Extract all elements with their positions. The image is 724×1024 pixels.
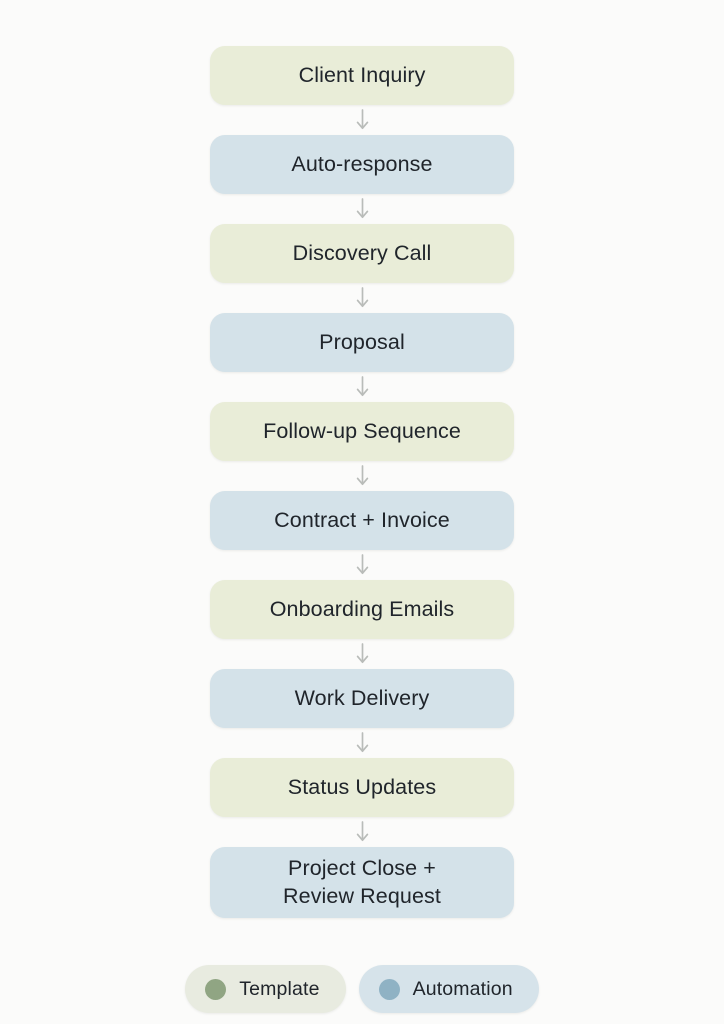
- flow-step-7[interactable]: Onboarding Emails: [210, 580, 514, 639]
- flow-step-8[interactable]: Work Delivery: [210, 669, 514, 728]
- arrow-down-icon: [354, 639, 371, 669]
- arrow-down-icon: [354, 461, 371, 491]
- flow-step-label: Onboarding Emails: [269, 596, 455, 621]
- dot-icon: [378, 978, 400, 1000]
- legend-item-template[interactable]: Template: [185, 965, 346, 1014]
- flow-step-label: Status Updates: [287, 774, 437, 799]
- legend-item-label: Template: [239, 977, 320, 1000]
- flow-step-1[interactable]: Client Inquiry: [210, 46, 514, 105]
- flow-step-5[interactable]: Follow-up Sequence: [210, 402, 514, 461]
- flow-step-label: Project Close + Review Request: [283, 856, 441, 908]
- flow-step-label: Auto-response: [291, 151, 433, 176]
- legend: Template Automation: [185, 965, 539, 1014]
- flow-step-2[interactable]: Auto-response: [210, 135, 514, 194]
- flow-step-label: Work Delivery: [294, 685, 430, 710]
- arrow-down-icon: [354, 105, 371, 135]
- arrow-down-icon: [354, 283, 371, 313]
- flow-step-label: Contract + Invoice: [274, 507, 450, 532]
- flow-step-6[interactable]: Contract + Invoice: [210, 491, 514, 550]
- flow-step-10[interactable]: Project Close + Review Request: [210, 847, 514, 919]
- legend-item-label: Automation: [412, 977, 513, 1000]
- flow-step-3[interactable]: Discovery Call: [210, 224, 514, 283]
- legend-item-automation[interactable]: Automation: [358, 965, 539, 1014]
- flow-step-label: Client Inquiry: [298, 62, 426, 87]
- arrow-down-icon: [354, 817, 371, 847]
- arrow-down-icon: [354, 194, 371, 224]
- arrow-down-icon: [354, 372, 371, 402]
- flow-step-label: Follow-up Sequence: [263, 418, 461, 443]
- flow-step-label: Proposal: [319, 329, 405, 354]
- arrow-down-icon: [354, 550, 371, 580]
- flow-step-4[interactable]: Proposal: [210, 313, 514, 372]
- dot-icon: [205, 978, 227, 1000]
- arrow-down-icon: [354, 728, 371, 758]
- flow-step-label: Discovery Call: [292, 240, 432, 265]
- flow-step-9[interactable]: Status Updates: [210, 758, 514, 817]
